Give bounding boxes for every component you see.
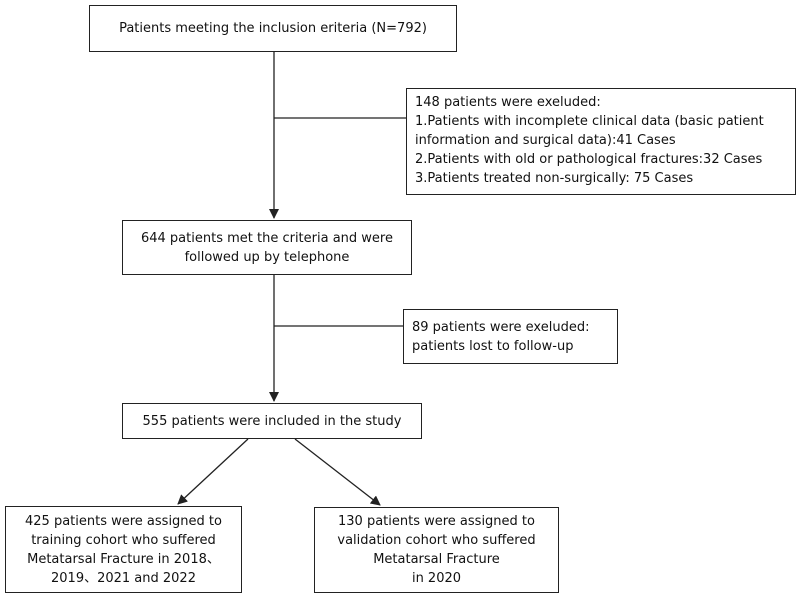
excluded-second-text-1: 89 patients were exeluded: xyxy=(412,319,590,335)
excluded-first-box: 148 patients were exeluded: 1.Patients w… xyxy=(406,88,796,195)
connector-included-to-training xyxy=(177,438,249,505)
followed-up-text-1: 644 patients met the criteria and were xyxy=(140,230,393,246)
validation-cohort-box: 130 patients were assigned to validation… xyxy=(314,507,559,593)
training-text-2: training cohort who suffered xyxy=(31,532,216,548)
training-text-4: 2019、2021 and 2022 xyxy=(51,570,196,586)
followed-up-text-2: followed up by telephone xyxy=(184,249,350,265)
excluded-first-text-5: 3.Patients treated non-surgically: 75 Ca… xyxy=(415,171,694,186)
training-cohort-box: 425 patients were assigned to training c… xyxy=(5,506,242,593)
excluded-second-box: 89 patients were exeluded: patients lost… xyxy=(403,309,618,364)
excluded-first-text-4: 2.Patients with old or pathological frac… xyxy=(415,152,763,167)
validation-text-4: in 2020 xyxy=(411,571,462,586)
included-text-1: 555 patients were included in the study xyxy=(142,413,402,429)
included-box: 555 patients were included in the study xyxy=(122,403,422,439)
validation-text-2: validation cohort who suffered xyxy=(337,533,536,548)
inclusion-text-1: Patients meeting the inclusion eriteria … xyxy=(119,21,427,36)
connector-included-to-validation xyxy=(294,438,381,506)
training-text-1: 425 patients were assigned to xyxy=(25,513,222,529)
validation-text-3: Metatarsal Fracture xyxy=(373,552,500,567)
excluded-first-text-2: 1.Patients with incomplete clinical data… xyxy=(415,114,764,129)
followed-up-box: 644 patients met the criteria and were f… xyxy=(122,220,412,275)
validation-text-1: 130 patients were assigned to xyxy=(338,514,535,529)
training-text-3: Metatarsal Fracture in 2018、 xyxy=(27,551,220,567)
excluded-first-text-1: 148 patients were exeluded: xyxy=(415,95,601,110)
inclusion-box: Patients meeting the inclusion eriteria … xyxy=(89,5,457,52)
excluded-second-text-2: patients lost to follow-up xyxy=(412,338,574,354)
excluded-first-text-3: information and surgical data):41 Cases xyxy=(415,133,676,148)
